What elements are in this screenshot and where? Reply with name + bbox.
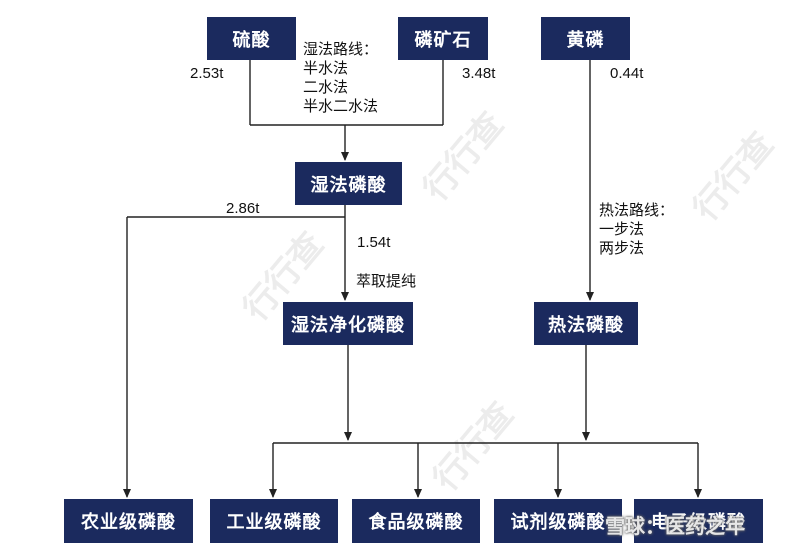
- xueqiu-watermark-logo: 雪球：医药之年: [605, 514, 745, 538]
- thermal-route-method: 一步法: [599, 220, 645, 238]
- purification-step-label: 萃取提纯: [356, 272, 417, 290]
- wet-route-method: 半水法: [303, 59, 349, 77]
- node-electronic-grade: 电子级磷酸: [634, 499, 763, 543]
- agricultural-flow-quantity: 2.86t: [226, 200, 260, 217]
- thermal-route-annotation: 热法路线： 一步法 两步法: [599, 201, 674, 258]
- node-food-grade: 食品级磷酸: [352, 499, 480, 543]
- node-agricultural-grade: 农业级磷酸: [64, 499, 193, 543]
- node-thermal-phosphoric-acid: 热法磷酸: [534, 302, 638, 345]
- thermal-route-method: 两步法: [599, 239, 645, 257]
- node-wet-purified-phosphoric-acid: 湿法净化磷酸: [283, 302, 413, 345]
- wet-route-title: 湿法路线：: [303, 40, 379, 58]
- node-sulfuric-acid: 硫酸: [207, 17, 296, 60]
- yellow-phosphorus-quantity: 0.44t: [610, 65, 644, 82]
- node-yellow-phosphorus: 黄磷: [541, 17, 630, 60]
- node-industrial-grade: 工业级磷酸: [210, 499, 338, 543]
- sulfuric-acid-quantity: 2.53t: [190, 65, 224, 82]
- wet-route-method: 半水二水法: [303, 97, 379, 115]
- thermal-route-title: 热法路线：: [599, 201, 675, 219]
- node-wet-phosphoric-acid: 湿法磷酸: [295, 162, 402, 205]
- wet-route-annotation: 湿法路线： 半水法 二水法 半水二水法: [303, 40, 378, 116]
- node-phosphate-rock: 磷矿石: [398, 17, 488, 60]
- phosphate-rock-quantity: 3.48t: [462, 65, 496, 82]
- purified-flow-quantity: 1.54t: [357, 234, 391, 251]
- wet-route-method: 二水法: [303, 78, 349, 96]
- node-reagent-grade: 试剂级磷酸: [494, 499, 622, 543]
